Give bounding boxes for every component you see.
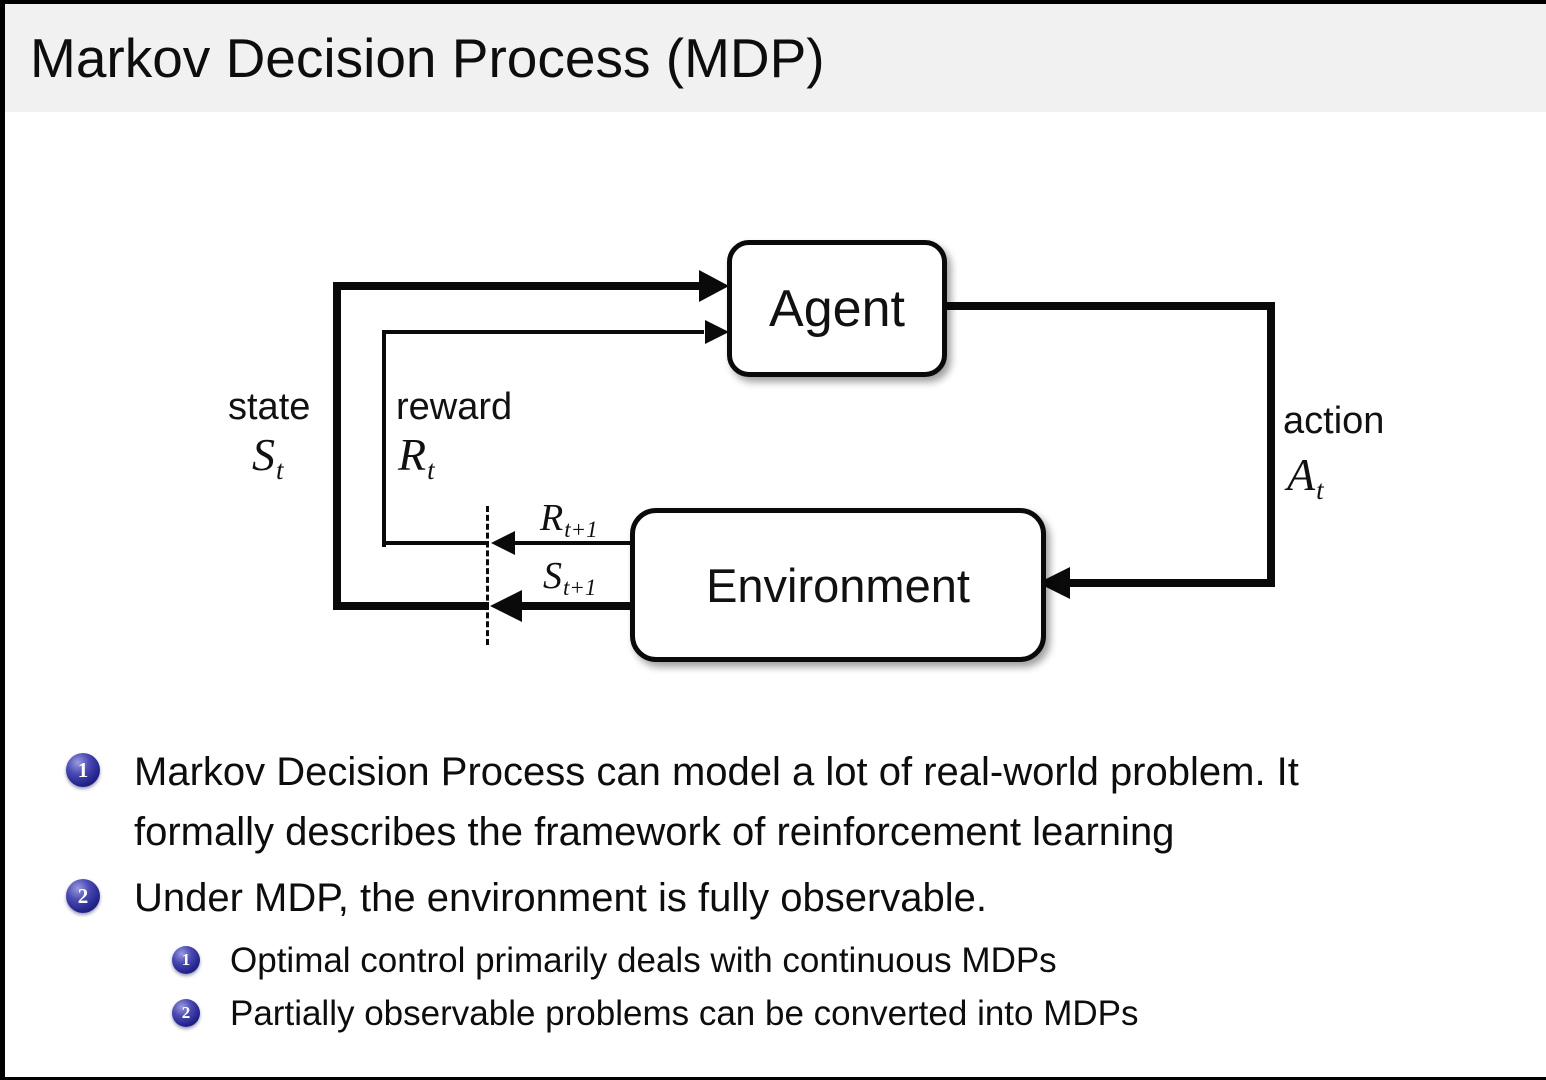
state-to-agent-arrowhead-icon [699,270,729,302]
bullet-number-ball: 1 [66,753,100,787]
sub-bullet-number-ball: 1 [172,946,200,974]
action-line-top [937,302,1275,310]
sub-bullet-text: Optimal control primarily deals with con… [230,941,1057,980]
action-symbol: At [1287,449,1324,505]
bullet-text-line: formally describes the framework of rein… [134,810,1175,854]
bullet-text-line: Markov Decision Process can model a lot … [134,750,1299,794]
agent-environment-diagram: Agent Environment state reward action St… [228,240,1385,662]
bullet-text: Markov Decision Process can model a lot … [134,742,1510,862]
environment-box: Environment [630,508,1046,662]
agent-box: Agent [727,240,947,377]
sub-bullet-text: Partially observable problems can be con… [230,994,1139,1033]
bullet-text: Under MDP, the environment is fully obse… [134,868,1510,928]
reward-line-vertical [382,330,386,547]
state-label: state [228,386,311,428]
left-border [0,0,5,1080]
action-label: action [1283,400,1385,442]
action-line-bottom [1070,579,1275,587]
reward-line-top [382,330,704,334]
next-reward-symbol: Rt+1 [540,497,598,542]
agent-label: Agent [769,279,905,338]
reward-label: reward [396,386,513,428]
state-symbol: St [252,429,284,485]
slide-title-bar: Markov Decision Process (MDP) [0,4,1546,112]
state-line-bottom-right [522,602,632,610]
bottom-border [0,1077,1546,1080]
state-line-top [333,282,701,290]
state-line-vertical [333,282,341,610]
action-line-vertical [1267,302,1275,587]
reward-line-bottom-left [382,541,489,545]
reward-symbol: Rt [398,429,435,485]
top-border [0,0,1546,4]
sub-bullet-number-ball: 2 [172,999,200,1027]
time-step-dashed-line [486,506,489,645]
bullet-number-ball: 2 [66,879,100,913]
next-state-symbol: St+1 [543,555,597,600]
environment-label: Environment [706,558,970,612]
next-reward-arrowhead-icon [491,531,515,555]
next-state-arrowhead-icon [490,590,522,622]
reward-line-bottom-right [515,541,632,545]
reward-to-agent-arrowhead-icon [705,320,729,344]
state-line-bottom-left [333,602,489,610]
slide-title: Markov Decision Process (MDP) [30,27,825,89]
bullet-text-line: Under MDP, the environment is fully obse… [134,876,988,920]
